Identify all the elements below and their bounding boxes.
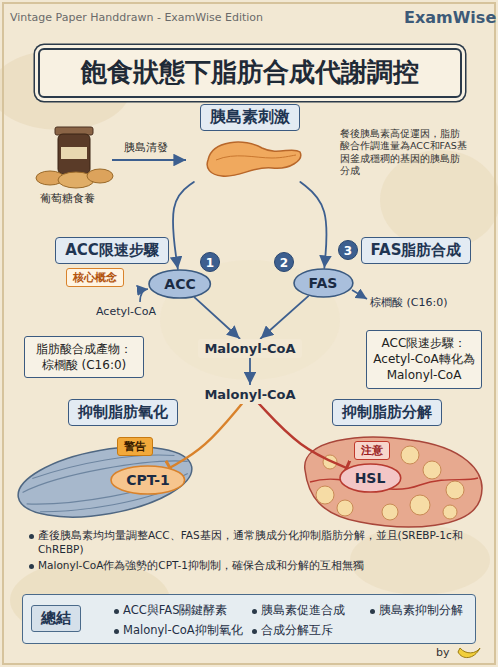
callout-number: 1: [200, 252, 220, 272]
summary-heading: 總結: [31, 605, 81, 632]
flow-arrow: [249, 358, 251, 385]
node-text: HSL: [355, 470, 386, 486]
substrate-arrow: [140, 289, 148, 302]
bullet-dot: [114, 609, 119, 614]
enzyme-ellipse: HSL: [339, 463, 402, 493]
node-text: 抑制脂肪氧化: [78, 403, 168, 422]
metabolite-node: Malonyl-CoA: [198, 385, 301, 404]
adipose-tissue: [305, 437, 482, 527]
enzyme-ellipse: FAS: [293, 268, 354, 298]
side-note: 餐後胰島素高促運因，脂肪酸合作調進量為ACC和FAS基因釜成穩稠的基因的胰島肪分…: [340, 128, 468, 177]
flow-arrow: [195, 297, 240, 338]
banana-icon: [458, 648, 480, 658]
node-text: ACC與FAS關鍵酵素: [123, 603, 227, 618]
node-text: Malonyl-CoA抑制氧化: [123, 623, 243, 638]
heading-box: FAS脂肪合成: [361, 237, 472, 264]
node-text: 胰島素促進合成: [261, 603, 345, 618]
bullet-text: 產後胰島素均均量調整ACC、FAS基因，通常胰成分化抑制脂肪分解，並且(SREB…: [38, 528, 476, 556]
concept-tag: 核心概念: [66, 268, 124, 287]
bullet-dot: [29, 564, 34, 569]
credit: by: [436, 646, 450, 659]
paper-edge: [3, 3, 495, 664]
node-text: 警告: [124, 439, 146, 454]
note-tag: 注意: [354, 441, 390, 460]
heading-box: ACC限速步驟: [55, 237, 169, 264]
title: 飽食狀態下脂肪合成代謝調控: [40, 50, 460, 95]
bullet-dot: [252, 609, 257, 614]
ellipse-shape: [111, 466, 185, 494]
flow-arrow: [173, 182, 194, 269]
ellipse-shape: [149, 270, 210, 298]
flow-arrow: [300, 182, 326, 268]
warning-tag: 警告: [117, 437, 153, 456]
heading-box: 抑制脂肪分解: [332, 399, 442, 426]
node-text: 胰島素抑制分解: [379, 603, 463, 618]
node-text: 抑制脂肪分解: [342, 403, 432, 422]
metabolite-node: Malonyl-CoA: [198, 339, 301, 358]
muscle-fiber: [13, 435, 197, 529]
secretion-arrow: [112, 159, 186, 161]
food-jar: [36, 127, 113, 188]
stimulus-box: 胰島素刺激: [190, 104, 310, 182]
flow-arrow: [261, 296, 309, 338]
node-text: ACC: [164, 276, 195, 292]
info-box: 脂肪酸合成產物： 棕櫚酸 (C16:0): [24, 336, 144, 378]
paper-stains: [0, 50, 498, 640]
node-text: FAS脂肪合成: [371, 241, 462, 260]
inhibition-line: [170, 404, 242, 468]
callout-number: 3: [338, 240, 358, 260]
heading-box: 抑制脂肪氧化: [68, 399, 178, 426]
bullet-dot: [114, 629, 119, 634]
node-text: 總結: [41, 609, 71, 628]
summary-box: 總結 ACC與FAS關鍵酵素 胰島素促進合成 胰島素抑制分解 Malonyl-CoA抑制…: [22, 594, 476, 644]
brand: ExamWise: [404, 8, 496, 27]
substrate-label: Acetyl-CoA: [96, 305, 156, 318]
info-box: ACC限速步驟： Acetyl-CoA轉化為 Malonyl-CoA: [366, 330, 482, 389]
node-text: 脂肪酸合成產物： 棕櫚酸 (C16:0): [31, 341, 137, 373]
node-text: Malonyl-CoA: [204, 341, 295, 356]
bullet-text: Malonyl-CoA作為強勢的CPT-1抑制制，確保合成和分解的互相無獨: [38, 558, 476, 572]
ellipse-shape: [340, 464, 401, 492]
node-text: ACC限速步驟： Acetyl-CoA轉化為 Malonyl-CoA: [373, 335, 475, 384]
bullet-dot: [370, 609, 375, 614]
enzyme-ellipse: ACC: [148, 269, 211, 299]
bullet-dot: [252, 629, 257, 634]
node-text: ACC限速步驟: [65, 241, 159, 260]
enzyme-ellipse: CPT-1: [110, 465, 186, 495]
node-text: 注意: [361, 443, 383, 458]
pancreas: [207, 142, 301, 176]
ellipse-shape: [294, 269, 353, 297]
bullet-dot: [29, 534, 34, 539]
food-label: 葡萄糖食養: [40, 191, 95, 206]
node-text: 核心概念: [73, 270, 117, 285]
edition-note: Vintage Paper Handdrawn - ExamWise Editi…: [10, 11, 263, 24]
node-text: Malonyl-CoA: [204, 387, 295, 402]
product-label: 棕櫚酸 (C16:0): [370, 295, 447, 310]
node-text: 合成分解互斥: [261, 623, 333, 638]
product-arrow: [352, 290, 367, 299]
node-text: 胰島素刺激: [200, 104, 300, 131]
callout-number: 2: [274, 252, 294, 272]
arrow-label: 胰島清發: [124, 140, 168, 155]
node-text: CPT-1: [126, 472, 170, 488]
node-text: FAS: [309, 275, 338, 291]
title-frame: 飽食狀態下脂肪合成代謝調控: [38, 48, 462, 98]
